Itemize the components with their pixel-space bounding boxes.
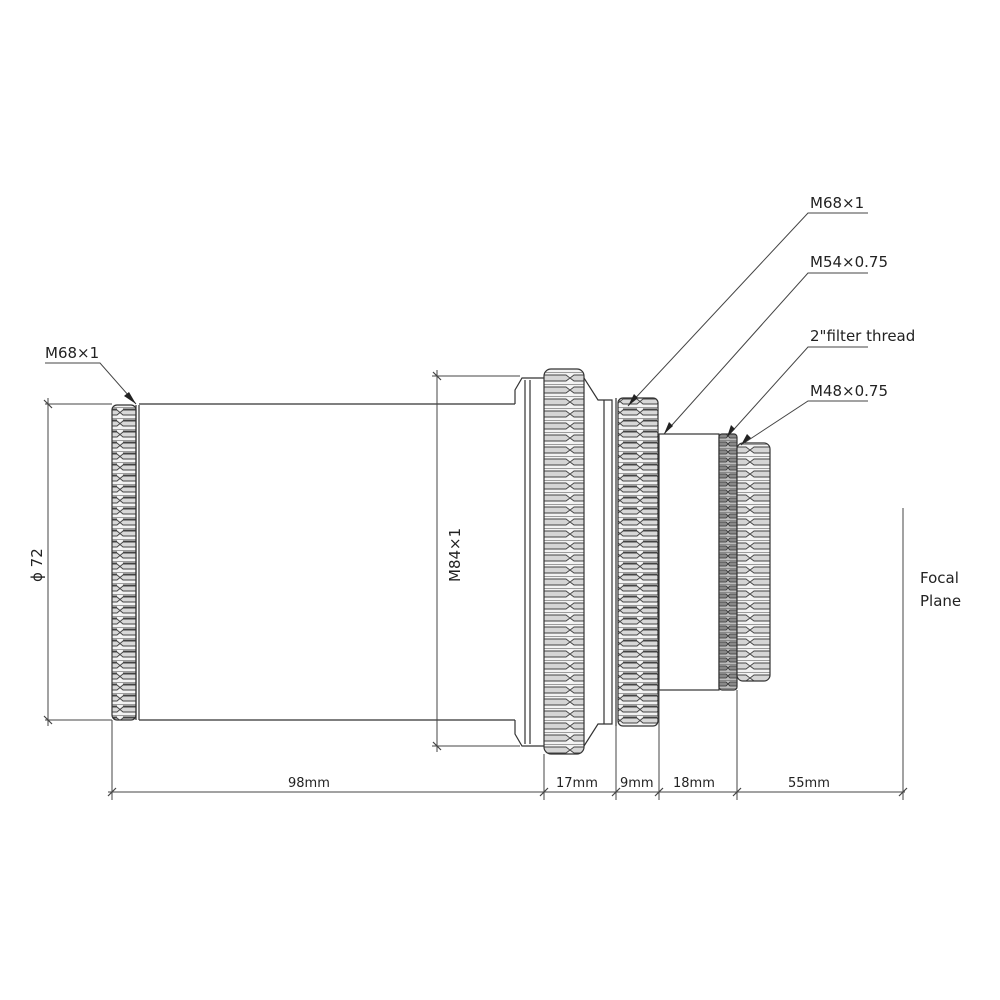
lens-body bbox=[111, 368, 771, 755]
callout-m48: M48×0.75 bbox=[810, 382, 888, 400]
callout-m68: M68×1 bbox=[810, 194, 864, 212]
m68-knurl-ring bbox=[617, 397, 659, 727]
dimension-lines bbox=[43, 212, 908, 800]
dim-17mm: 17mm bbox=[556, 776, 598, 791]
arrowheads bbox=[124, 392, 751, 445]
dim-98mm: 98mm bbox=[288, 776, 330, 791]
callout-filter-thread: 2"filter thread bbox=[810, 327, 915, 345]
leader-m54 bbox=[663, 272, 868, 435]
callout-left-m68: M68×1 bbox=[45, 344, 99, 362]
m54-tube bbox=[658, 433, 720, 691]
leader-m68 bbox=[627, 212, 868, 407]
leader-filter bbox=[726, 346, 868, 438]
focal-plane-line2: Plane bbox=[920, 592, 961, 610]
labels: M68×1 M68×1 M54×0.75 2"filter thread M48… bbox=[28, 194, 961, 791]
dim-18mm: 18mm bbox=[673, 776, 715, 791]
callout-m54: M54×0.75 bbox=[810, 253, 888, 271]
dim-55mm: 55mm bbox=[788, 776, 830, 791]
leader-left-m68 bbox=[45, 362, 137, 405]
focal-plane-line1: Focal bbox=[920, 569, 959, 587]
left-knurl-ring bbox=[111, 404, 137, 721]
dim-diameter-72: ϕ 72 bbox=[28, 548, 46, 582]
dim-9mm: 9mm bbox=[620, 776, 654, 791]
leader-m48 bbox=[740, 400, 868, 446]
filter-thread-ring bbox=[718, 433, 738, 691]
dim-m84: M84×1 bbox=[446, 528, 464, 582]
m48-knurl-ring bbox=[736, 442, 771, 682]
large-knurl-ring bbox=[543, 368, 585, 755]
